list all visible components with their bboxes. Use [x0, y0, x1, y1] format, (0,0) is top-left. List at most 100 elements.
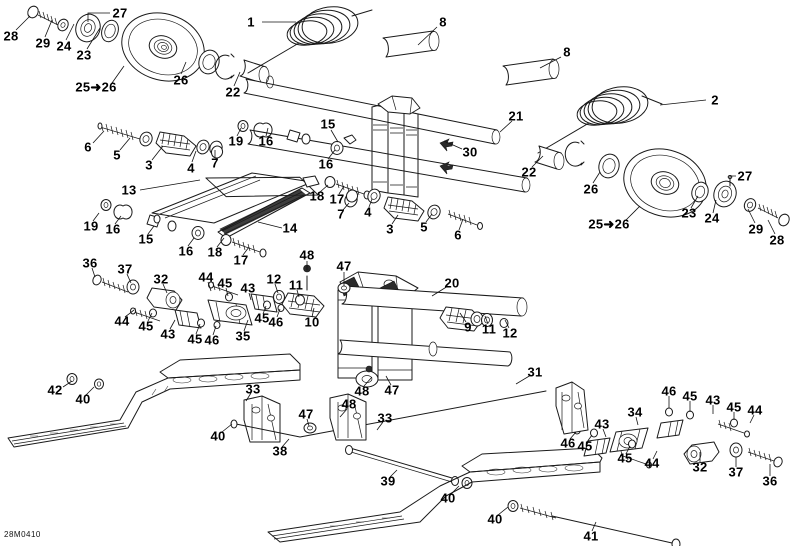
leader-line — [126, 273, 132, 284]
leader-line — [257, 221, 283, 229]
callout-label: 47 — [384, 382, 400, 398]
callout-label: 27 — [737, 168, 753, 184]
callout-label: 9 — [464, 319, 472, 335]
leader-line — [236, 127, 242, 137]
callout-label: 4 — [187, 160, 195, 176]
callout-label: 5 — [113, 147, 121, 163]
leader-line — [87, 12, 110, 22]
leader-line — [162, 283, 168, 294]
callout-label: 30 — [462, 144, 478, 160]
callout-label: 8 — [563, 44, 571, 60]
callout-label: 8 — [439, 14, 447, 30]
leader-line — [499, 120, 513, 133]
callout-label: 16 — [178, 243, 194, 259]
leader-line — [191, 150, 197, 163]
callout-label: 32 — [692, 459, 708, 475]
callout-label: 17 — [233, 252, 249, 268]
leader-line — [274, 283, 279, 294]
leader-line — [363, 376, 373, 387]
callout-label: 40 — [487, 511, 503, 527]
leader-line — [245, 392, 252, 402]
callout-label: 16 — [318, 156, 334, 172]
leader-line — [389, 469, 398, 478]
callout-label: 11 — [481, 321, 497, 337]
leader-line — [625, 205, 641, 221]
leader-line — [431, 285, 449, 297]
callout-label: 42 — [47, 382, 63, 398]
callout-label: 4 — [364, 204, 372, 220]
callout-label: 1 — [247, 14, 255, 30]
leader-line — [458, 218, 464, 231]
leader-line — [306, 418, 310, 427]
leader-line — [569, 431, 577, 440]
callout-label: 40 — [440, 490, 456, 506]
group-left-pulley — [27, 5, 270, 84]
callout-label: 7 — [211, 155, 219, 171]
leader-line — [342, 202, 350, 211]
callout-label: 28 — [769, 232, 785, 248]
leader-line — [602, 428, 607, 438]
callout-label: 20 — [444, 275, 460, 291]
callout-label: 25➜26 — [75, 79, 117, 95]
callout-label: 31 — [527, 364, 543, 380]
leader-line — [515, 374, 532, 385]
leader-line — [276, 308, 281, 318]
leader-line — [450, 485, 460, 495]
callout-label: 29 — [748, 221, 764, 237]
group-center-frame — [247, 95, 531, 198]
leader-line — [652, 450, 658, 460]
callout-label: 18 — [207, 244, 223, 260]
leader-line — [139, 179, 201, 191]
callout-label: 48 — [341, 396, 357, 412]
leader-line — [417, 26, 438, 46]
group-bottom-rail — [267, 447, 681, 546]
leader-line — [767, 219, 776, 235]
callout-label: 24 — [704, 210, 720, 226]
leader-line — [338, 185, 345, 195]
callout-label: 38 — [272, 443, 288, 459]
callout-label: 46 — [661, 383, 677, 399]
callout-label: 47 — [298, 406, 314, 422]
callout-label: 44 — [198, 269, 214, 285]
callout-label: 37 — [728, 464, 744, 480]
callout-label: 44 — [114, 313, 130, 329]
leader-line — [243, 319, 249, 332]
callout-label: 40 — [75, 391, 91, 407]
callout-label: 43 — [594, 416, 610, 432]
leader-line — [44, 19, 53, 38]
leader-line — [216, 237, 225, 248]
leader-line — [539, 56, 562, 69]
callout-label: 19 — [228, 133, 244, 149]
leader-line — [225, 287, 229, 297]
callout-label: 43 — [705, 392, 721, 408]
callout-label: 14 — [282, 220, 298, 236]
leader-line — [281, 438, 290, 448]
callout-label: 26 — [583, 181, 599, 197]
callout-label: 48 — [354, 383, 370, 399]
group-right-pulley — [534, 140, 790, 227]
leader-line — [233, 71, 241, 87]
leader-line — [747, 208, 756, 224]
leader-line — [212, 325, 217, 336]
callout-label: 5 — [420, 219, 428, 235]
callout-label: 47 — [336, 258, 352, 274]
group-39-rod — [345, 445, 473, 489]
leader-line — [690, 195, 699, 209]
leader-line — [187, 237, 195, 247]
callout-label: 21 — [508, 108, 524, 124]
callout-label: 11 — [288, 277, 304, 293]
leader-line — [591, 521, 597, 532]
leader-line — [443, 140, 463, 150]
leader-line — [712, 199, 717, 214]
callout-label: 41 — [583, 528, 599, 544]
callout-label: 37 — [117, 261, 133, 277]
group-20-shock — [337, 271, 528, 388]
group-right-mounts — [555, 381, 783, 469]
leader-line — [85, 386, 95, 396]
callout-label: 45 — [726, 399, 742, 415]
group-left-mounts — [92, 274, 285, 329]
leader-line — [151, 145, 164, 161]
callout-label: 46 — [268, 314, 284, 330]
leader-line — [592, 171, 601, 184]
